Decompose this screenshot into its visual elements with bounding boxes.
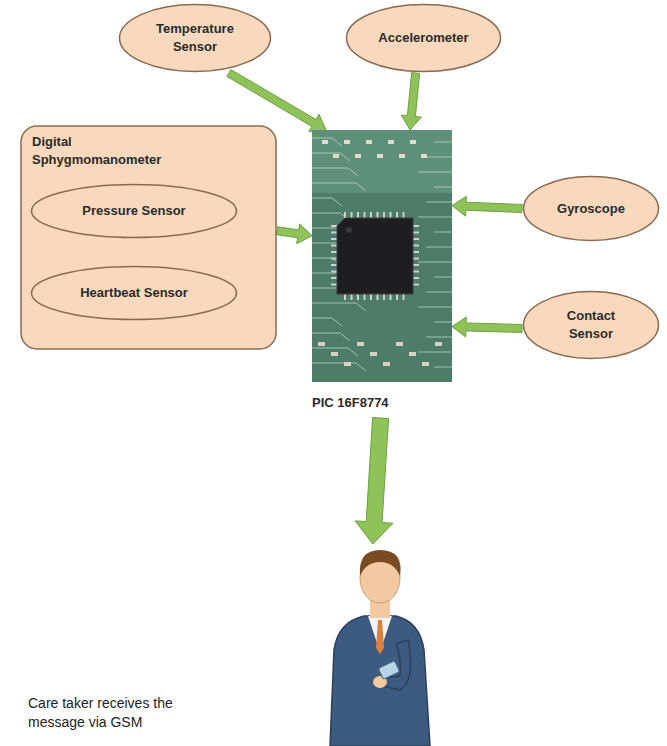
node-label: Contact Sensor (551, 307, 631, 342)
label-wrap: Contact Sensor (522, 290, 660, 360)
block-arrow (276, 224, 312, 244)
label-wrap: Heartbeat Sensor (30, 265, 238, 321)
sensor-node: Contact Sensor (522, 290, 660, 360)
chip-pins (331, 212, 419, 300)
smd-part (388, 140, 394, 144)
hair (360, 550, 401, 576)
sensor-node: Accelerometer (345, 3, 502, 73)
smd-part (421, 154, 427, 158)
smd-part (383, 362, 390, 366)
board-trace (426, 337, 452, 338)
smd-part (355, 154, 361, 158)
block-arrow (227, 70, 326, 132)
sensor-ellipse (32, 267, 237, 320)
device-box (21, 126, 276, 349)
label-wrap: Pressure Sensor (30, 183, 238, 239)
node-label: Accelerometer (378, 29, 468, 47)
sensor-node: Pressure Sensor (30, 183, 238, 239)
block-arrow (401, 73, 421, 130)
board-trace (312, 168, 358, 176)
sensor-ellipse (32, 185, 237, 238)
node-outline (118, 3, 272, 73)
smd-part (435, 342, 442, 346)
smd-part (366, 140, 372, 144)
sensor-node: Temperature Sensor (118, 3, 272, 73)
node-label: Care taker receives the message via GSM (28, 694, 228, 732)
board-trace (434, 277, 452, 278)
smd-part (357, 342, 364, 346)
smd-part (399, 154, 405, 158)
smd-part (331, 352, 338, 356)
smd-part (344, 140, 350, 144)
microcontroller-node: PIC 16F8774 (312, 130, 452, 382)
board-trace (418, 307, 452, 308)
board-trace (426, 292, 452, 293)
sensor-ellipse (347, 5, 501, 72)
board-trace (434, 232, 452, 233)
suit (330, 616, 430, 746)
node-label: Digital Sphygmomanometer (32, 133, 192, 168)
board-trace (312, 303, 366, 311)
label-wrap: Gyroscope (522, 175, 660, 242)
board-trace (418, 262, 452, 263)
board-trace (426, 202, 452, 203)
smd-part (370, 352, 377, 356)
smd-part (318, 342, 325, 346)
smd-part (344, 362, 351, 366)
smd-part (409, 352, 416, 356)
board-trace (312, 198, 342, 206)
board-trace (418, 172, 452, 173)
smd-part (377, 154, 383, 158)
board-trace (418, 352, 452, 353)
smd-part (422, 362, 429, 366)
board-trace (434, 142, 452, 143)
node-label: Heartbeat Sensor (80, 284, 188, 302)
phone (378, 661, 399, 679)
board-trace (434, 322, 452, 323)
node-label: Temperature Sensor (140, 20, 250, 55)
block-arrow (452, 196, 522, 216)
smd-part (410, 140, 416, 144)
smd-part (322, 140, 328, 144)
board-trace (434, 187, 452, 188)
node-outline (522, 290, 660, 360)
sensor-ellipse (524, 177, 659, 241)
label-wrap: Accelerometer (345, 3, 502, 73)
board-trace (312, 153, 350, 161)
chip-dot (346, 227, 352, 233)
block-arrow (355, 418, 393, 545)
board-trace (312, 363, 366, 371)
board-shade (312, 130, 452, 193)
node-label: Pressure Sensor (82, 202, 185, 220)
sensor-ellipse (120, 5, 271, 72)
node-label: PIC 16F8774 (312, 394, 389, 412)
smd-part (333, 154, 339, 158)
tie (376, 620, 384, 654)
board-trace (426, 247, 452, 248)
smd-part (396, 342, 403, 346)
caretaker-node: Care taker receives the message via GSM (20, 540, 440, 746)
board-trace (312, 318, 342, 326)
caretaker-figure (330, 550, 430, 746)
board-trace (312, 333, 350, 341)
block-arrow (452, 317, 522, 337)
device-box: Digital SphygmomanometerPressure SensorH… (20, 125, 277, 350)
board-trace (426, 157, 452, 158)
chip-package (337, 218, 413, 294)
sensor-node: Gyroscope (522, 175, 660, 242)
circuit-board (312, 130, 452, 382)
sensor-node: Heartbeat Sensor (30, 265, 238, 321)
node-outline (312, 130, 452, 382)
board-trace (312, 348, 358, 356)
board-trace (312, 138, 342, 146)
board-trace (418, 217, 452, 218)
board-trace (434, 367, 452, 368)
sensor-ellipse (524, 292, 659, 359)
label-wrap: Temperature Sensor (118, 3, 272, 73)
board-trace (312, 183, 366, 191)
node-label: Gyroscope (557, 200, 625, 218)
